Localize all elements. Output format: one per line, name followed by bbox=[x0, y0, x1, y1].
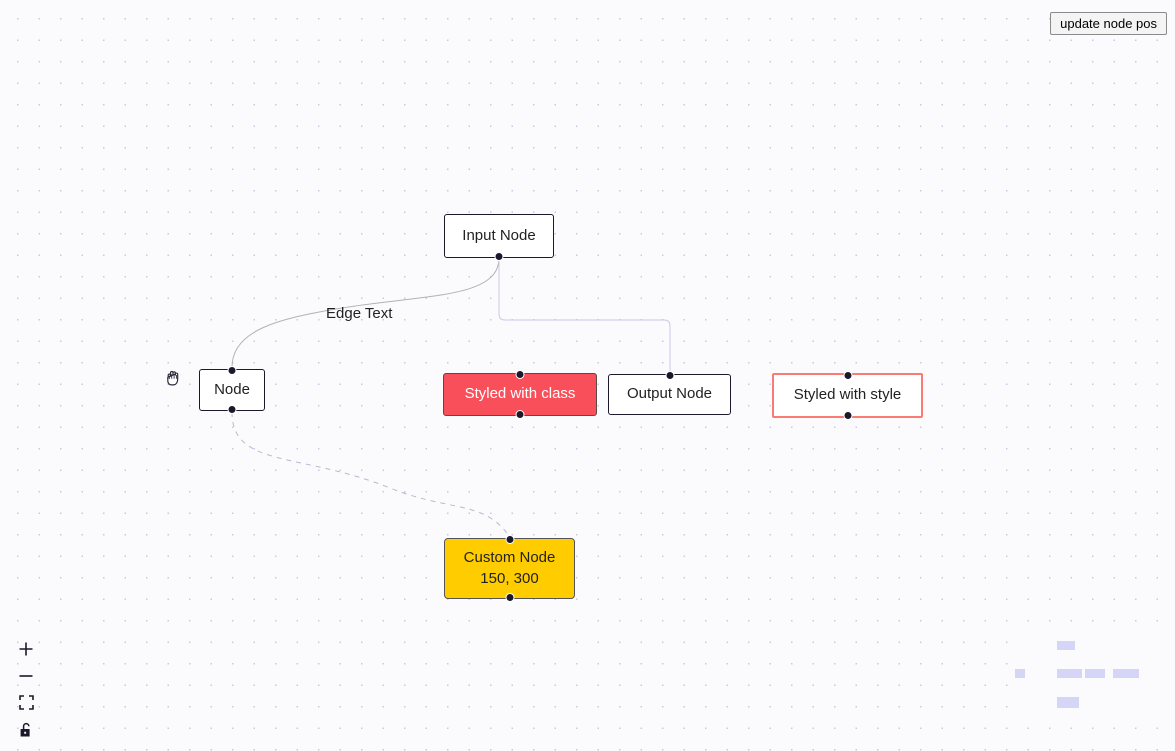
source-handle-bottom[interactable] bbox=[843, 411, 852, 420]
minimap-node-styled-with-style bbox=[1113, 669, 1139, 678]
mouse-cursor-grabbing-hand-icon bbox=[165, 370, 183, 395]
node-input-node[interactable]: Input Node bbox=[444, 214, 554, 261]
target-handle-top[interactable] bbox=[665, 371, 674, 380]
node-label: Node bbox=[214, 380, 250, 398]
minimap-node-output-node bbox=[1085, 669, 1105, 678]
node-label: Input Node bbox=[462, 226, 536, 244]
node-label: Custom Node bbox=[463, 549, 556, 567]
target-handle-top[interactable] bbox=[505, 535, 514, 544]
minimap-node-input-node bbox=[1057, 641, 1075, 650]
fit-view-icon bbox=[18, 695, 34, 710]
node-sublabel: 150, 300 bbox=[480, 569, 539, 587]
update-node-pos-button[interactable]: update node pos bbox=[1050, 12, 1167, 35]
target-handle-top[interactable] bbox=[515, 370, 525, 379]
edge-edge-node-to-custom[interactable] bbox=[231, 411, 510, 537]
edge-label: Edge Text bbox=[326, 305, 393, 322]
zoom-out-button[interactable] bbox=[10, 662, 42, 689]
node-label: Output Node bbox=[626, 385, 713, 403]
source-handle-bottom[interactable] bbox=[494, 252, 504, 261]
node-styled-with-style[interactable]: Styled with style bbox=[772, 371, 923, 420]
node-label: Styled with class bbox=[464, 385, 576, 403]
node-styled-with-class[interactable]: Styled with class bbox=[443, 370, 597, 419]
minimap-node-styled-with-class bbox=[1057, 669, 1082, 678]
unlock-icon bbox=[19, 722, 34, 738]
react-flow-minimap[interactable] bbox=[1015, 631, 1160, 726]
fit-view-button[interactable] bbox=[10, 689, 42, 716]
minimap-node-custom-node bbox=[1057, 697, 1079, 708]
node-output-node[interactable]: Output Node bbox=[608, 371, 731, 415]
source-handle-bottom[interactable] bbox=[227, 405, 237, 414]
lock-toggle-button[interactable] bbox=[10, 716, 42, 743]
edge-edge-input-to-output[interactable] bbox=[498, 258, 671, 372]
minimap-node-node-2 bbox=[1015, 669, 1025, 678]
target-handle-top[interactable] bbox=[227, 366, 237, 375]
zoom-in-button[interactable] bbox=[10, 635, 42, 662]
edge-edge-input-to-node[interactable] bbox=[231, 257, 500, 368]
react-flow-controls bbox=[10, 635, 42, 743]
source-handle-bottom[interactable] bbox=[505, 593, 514, 602]
source-handle-bottom[interactable] bbox=[515, 410, 525, 419]
node-node-2[interactable]: Node bbox=[199, 366, 265, 414]
minus-icon bbox=[18, 668, 34, 684]
node-label: Styled with style bbox=[793, 386, 902, 404]
target-handle-top[interactable] bbox=[843, 371, 852, 380]
node-custom-node[interactable]: Custom Node 150, 300 bbox=[444, 535, 575, 602]
plus-icon bbox=[18, 641, 34, 657]
